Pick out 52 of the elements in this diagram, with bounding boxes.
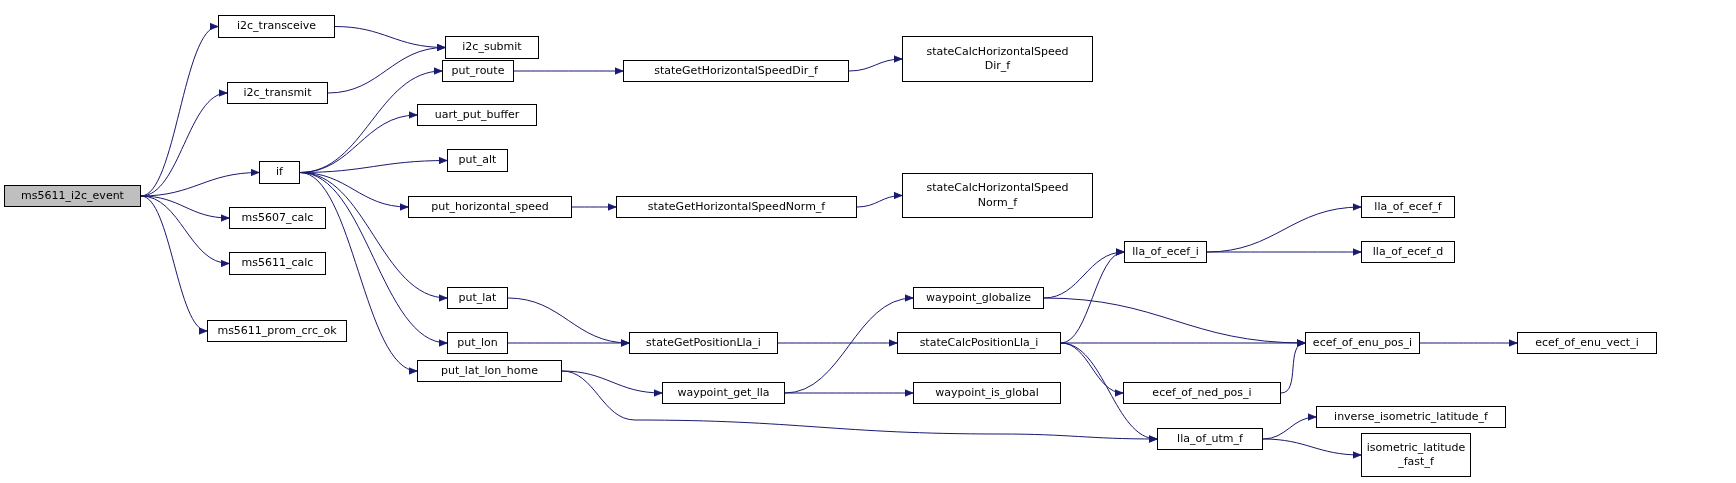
function-box: waypoint_is_global — [913, 382, 1061, 404]
function-box: lla_of_ecef_i — [1124, 241, 1207, 263]
call-arrow — [571, 203, 617, 211]
call-arrow — [848, 55, 903, 72]
call-arrow — [856, 192, 903, 208]
call-arrow — [1419, 339, 1518, 347]
function-box: stateCalcHorizontalSpeed Dir_f — [902, 36, 1093, 82]
function-box: i2c_submit — [445, 36, 539, 59]
call-arrow — [140, 195, 208, 332]
call-arrow — [299, 172, 418, 373]
function-box: stateGetHorizontalSpeedNorm_f — [616, 196, 857, 218]
function-box: isometric_latitude _fast_f — [1361, 433, 1471, 477]
function-box: i2c_transmit — [227, 82, 328, 104]
function-box: put_horizontal_speed — [408, 196, 572, 218]
call-arrow — [507, 339, 630, 347]
function-box: uart_put_buffer — [417, 104, 537, 126]
function-box: lla_of_ecef_d — [1361, 241, 1455, 263]
function-box: ms5611_prom_crc_ok — [207, 320, 347, 342]
call-arrow — [784, 389, 914, 397]
function-box: ecef_of_ned_pos_i — [1123, 382, 1281, 404]
function-box: i2c_transceive — [218, 15, 335, 38]
function-box: stateCalcPositionLla_i — [897, 332, 1061, 354]
selected-function-box: ms5611_i2c_event — [4, 185, 141, 207]
function-box: put_alt — [447, 149, 508, 172]
function-box: stateGetPositionLla_i — [629, 332, 778, 354]
call-arrow — [1060, 250, 1125, 344]
call-arrow — [1206, 203, 1362, 253]
function-box: ms5611_calc — [229, 252, 326, 275]
function-box: waypoint_get_lla — [662, 382, 785, 404]
function-box: inverse_isometric_latitude_f — [1316, 406, 1506, 428]
function-box: lla_of_ecef_f — [1361, 196, 1455, 218]
function-box: ecef_of_enu_pos_i — [1305, 332, 1420, 354]
call-arrow — [784, 295, 914, 394]
function-box: stateGetHorizontalSpeedDir_f — [623, 60, 849, 82]
call-arrow — [1262, 414, 1317, 440]
function-box: ecef_of_enu_vect_i — [1517, 332, 1657, 354]
call-arrow — [1280, 341, 1306, 394]
function-box: put_lon — [447, 332, 508, 354]
function-box: put_lat — [447, 287, 508, 309]
call-arrow — [1262, 438, 1362, 459]
function-box: put_lat_lon_home — [417, 360, 562, 382]
function-box: put_route — [442, 60, 514, 82]
call-arrow — [1206, 248, 1362, 256]
function-box: if — [259, 161, 300, 184]
call-arrow — [513, 67, 624, 75]
call-arrow — [327, 44, 446, 94]
function-box: stateCalcHorizontalSpeed Norm_f — [902, 173, 1093, 218]
function-box: waypoint_globalize — [913, 287, 1044, 309]
call-arrow — [777, 339, 898, 347]
call-arrow — [1060, 342, 1158, 442]
function-box: ms5607_calc — [229, 207, 326, 229]
function-box: lla_of_utm_f — [1157, 428, 1263, 450]
